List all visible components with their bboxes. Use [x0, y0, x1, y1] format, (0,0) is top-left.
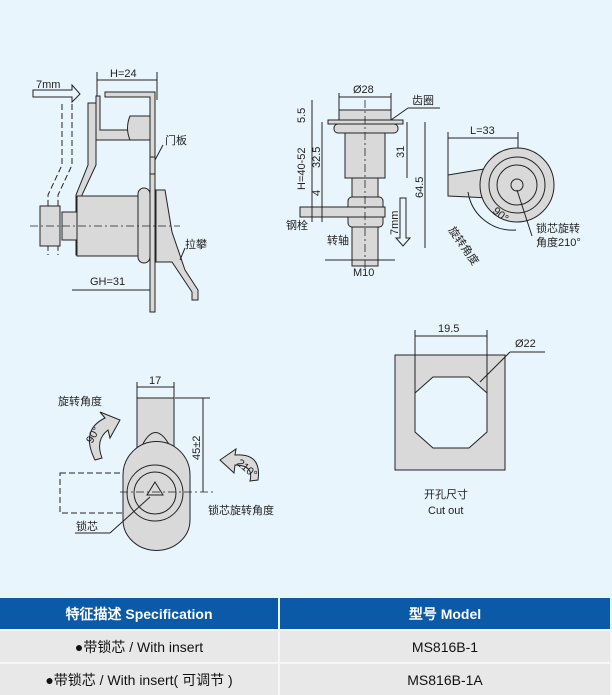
cutout-label-cn: 开孔尺寸 [424, 487, 468, 501]
model-cell: MS816B-1A [279, 662, 612, 695]
diameter-22: Ø22 [515, 338, 536, 350]
dim-h-range: H=40-52 [296, 147, 308, 190]
height-45: 45±2 [191, 436, 203, 460]
dim-64-5: 64.5 [414, 177, 426, 198]
h-dimension: H=24 [110, 68, 137, 80]
spec-table: 特征描述 Specification 型号 Model ●带锁芯 / With … [0, 598, 612, 695]
header-model: 型号 Model [279, 598, 612, 630]
dim-5-5: 5.5 [296, 108, 308, 123]
shaft-label: 转轴 [327, 233, 349, 247]
diameter-28: Ø28 [353, 84, 374, 96]
core-rotation-angle-label: 锁芯旋转角度 [208, 503, 274, 517]
width-19-5: 19.5 [438, 323, 459, 335]
side-view-drawing: H=24 7mm GH=31 门板 拉攀 [30, 68, 207, 313]
rotate-90-arrow-icon [88, 411, 121, 461]
l-dimension: L=33 [470, 125, 495, 137]
gh-dimension: GH=31 [90, 276, 125, 288]
push-down-arrow-icon [394, 197, 412, 247]
pull-label: 拉攀 [185, 237, 207, 251]
door-panel-label: 门板 [165, 133, 187, 147]
top-view-drawing: L=33 90° 旋转角度 锁芯旋转 角度210° [446, 125, 581, 268]
push-distance: 7mm [36, 79, 60, 91]
width-17: 17 [149, 375, 161, 387]
push-distance-front: 7mm [389, 211, 401, 235]
rotate-210-arrow-icon [219, 447, 260, 482]
spec-cell: ●带锁芯 / With insert [0, 629, 280, 663]
rotation-angle-label: 旋转角度 [446, 224, 483, 268]
gear-ring-label: 齿圈 [412, 94, 434, 107]
dim-31: 31 [395, 146, 407, 158]
dim-32-5: 32.5 [311, 147, 323, 168]
cutout-drawing: 19.5 Ø22 开孔尺寸 Cut out [394, 323, 545, 517]
table-header: 特征描述 Specification 型号 Model [0, 598, 612, 630]
bolt-label: 钢栓 [286, 218, 308, 232]
push-arrow-icon [32, 83, 81, 104]
thread-m10: M10 [353, 267, 374, 279]
cutout-label-en: Cut out [428, 505, 463, 517]
core-rotation-label: 锁芯旋转 [536, 221, 580, 235]
cam-view-drawing: 旋转角度 17 45±2 90° 210° 锁芯旋转角度 锁芯 [58, 375, 274, 551]
header-spec: 特征描述 Specification [0, 598, 280, 630]
dim-4: 4 [311, 190, 323, 196]
front-view-drawing: Ø28 齿圈 5.5 H=40-52 32.5 4 31 64.5 7mm 钢栓… [286, 84, 440, 279]
lock-core-label: 锁芯 [76, 519, 98, 533]
model-cell: MS816B-1 [279, 629, 612, 663]
technical-drawing: H=24 7mm GH=31 门板 拉攀 Ø28 齿圈 5. [30, 68, 581, 551]
table-row: ●带锁芯 / With insert MS816B-1 [0, 629, 612, 663]
table-row: ●带锁芯 / With insert( 可调节 ) MS816B-1A [0, 662, 612, 695]
core-rotation-angle: 角度210° [536, 235, 581, 249]
spec-cell: ●带锁芯 / With insert( 可调节 ) [0, 662, 280, 695]
rotation-angle-label-2: 旋转角度 [58, 394, 102, 408]
